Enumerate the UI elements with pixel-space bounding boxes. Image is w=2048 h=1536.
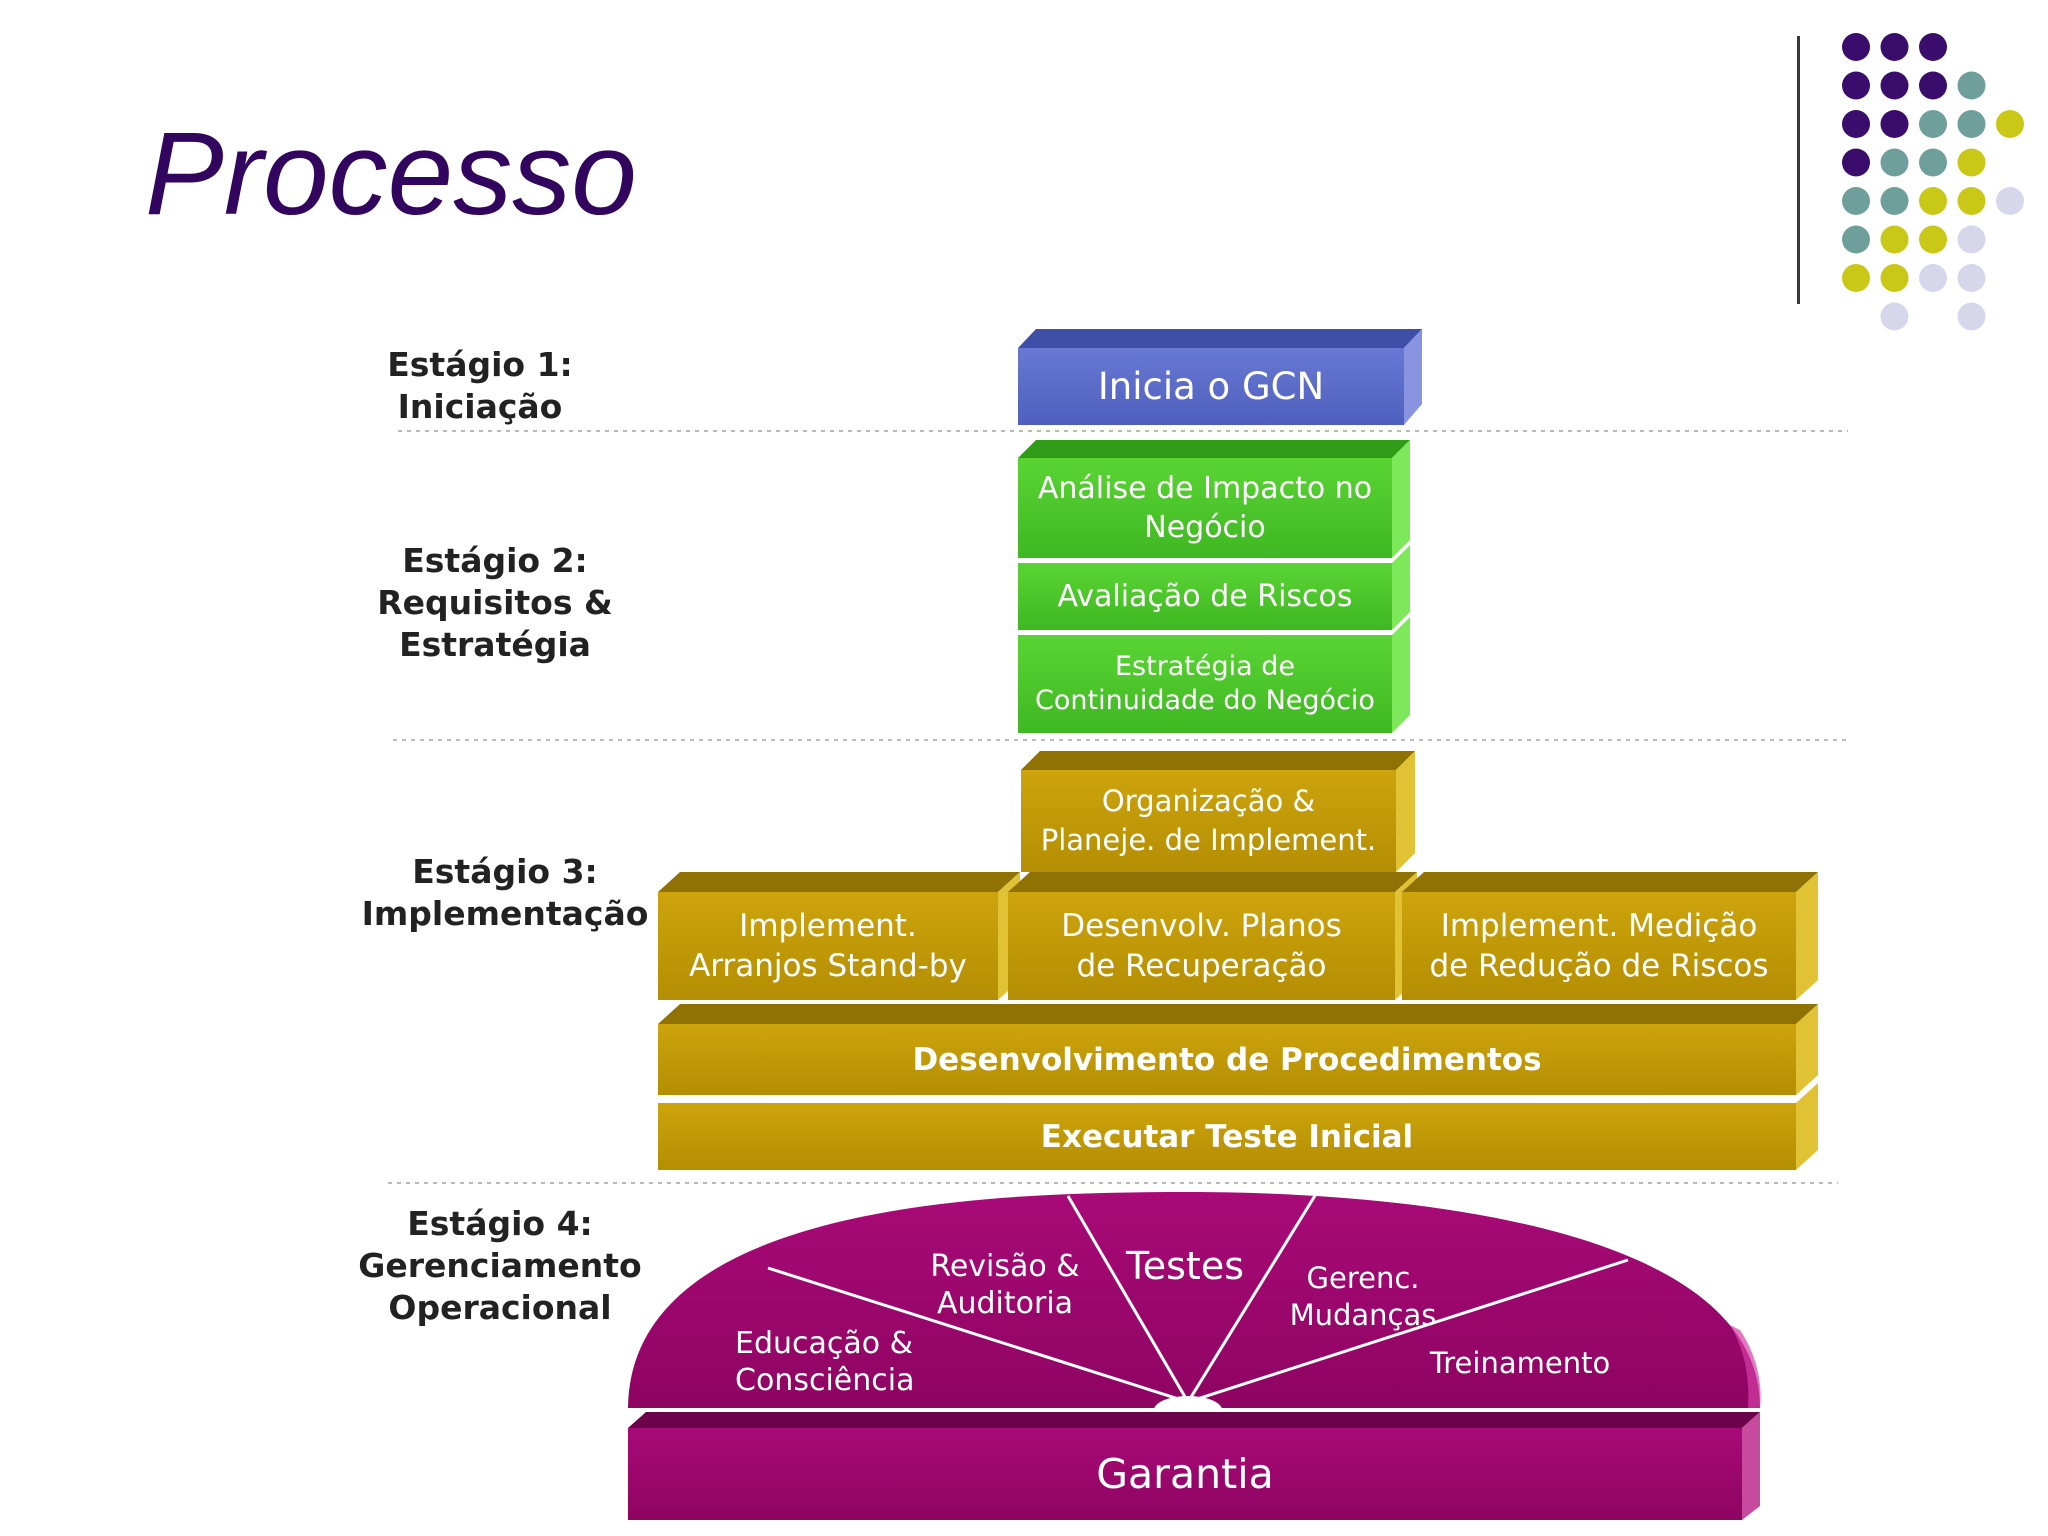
decorative-dot (1996, 110, 2024, 138)
decorative-dot (1880, 302, 1909, 331)
decorative-dot (1919, 225, 1947, 254)
decorative-divider-line (1797, 36, 1800, 304)
decorative-dot (1880, 148, 1909, 177)
decorative-dot (1957, 71, 1986, 100)
block-analise-impacto: Análise de Impacto no Negócio (1037, 471, 1373, 545)
slide-title: Processo (145, 108, 637, 240)
decorative-dot (1919, 33, 1947, 61)
stage-label-2: Estágio 2: Requisitos & Estratégia (377, 541, 613, 664)
decorative-dot (1880, 264, 1909, 292)
block-estrategia-continuidade: Estratégia de Continuidade do Negócio (1035, 651, 1375, 716)
decorative-dot (1842, 148, 1870, 177)
block-medicao-riscos: Implement. Medição de Redução de Riscos (1429, 908, 1769, 984)
decorative-dot (1919, 110, 1947, 138)
block-inicia-gcn-shape (1018, 329, 1422, 425)
segment-testes: Testes (1125, 1244, 1244, 1288)
block-inicia-gcn: Inicia o GCN (1097, 365, 1325, 408)
stage-label-1: Estágio 1: Iniciação (387, 345, 573, 426)
block-garantia: Garantia (1096, 1450, 1274, 1498)
decorative-dot (1842, 33, 1870, 61)
block-executar-teste: Executar Teste Inicial (1040, 1118, 1414, 1155)
block-avaliacao-riscos: Avaliação de Riscos (1057, 579, 1353, 614)
stage-label-3: Estágio 3: Implementação (361, 852, 649, 933)
decorative-dot (1919, 71, 1947, 100)
segment-educacao: Educação & Consciência (735, 1326, 915, 1398)
decorative-dot (1919, 264, 1947, 292)
decorative-dot (1842, 71, 1870, 100)
block-standby-shape (658, 872, 1020, 1000)
decorative-dot (1842, 225, 1870, 254)
block-medicao-shape (1402, 872, 1818, 1000)
decorative-dot (1957, 302, 1986, 331)
decorative-dot (1996, 187, 2024, 215)
decorative-dot (1957, 110, 1986, 138)
block-planos-recuperacao: Desenvolv. Planos de Recuperação (1061, 908, 1342, 984)
decorative-dot (1880, 225, 1909, 254)
block-arranjos-standby: Implement. Arranjos Stand-by (689, 908, 967, 984)
block-garantia-shape (628, 1412, 1760, 1520)
block-analise-shape (1018, 440, 1410, 558)
decorative-dot (1919, 148, 1947, 177)
block-desenvolv-shape (1008, 872, 1417, 1000)
decorative-dot (1880, 110, 1909, 138)
decorative-dot (1957, 264, 1986, 292)
decorative-dot (1842, 187, 1870, 215)
block-estrategia-shape (1018, 617, 1410, 733)
block-teste-shape (658, 1083, 1818, 1170)
decorative-dot (1957, 187, 1986, 215)
segment-gerenc-mudancas: Gerenc. Mudanças (1289, 1261, 1437, 1332)
segment-revisao: Revisão & Auditoria (930, 1249, 1080, 1321)
stage-label-4: Estágio 4: Gerenciamento Operacional (358, 1204, 642, 1327)
dome-shape (628, 1192, 1761, 1424)
decorative-dot (1842, 264, 1870, 292)
decorative-dot (1957, 148, 1986, 177)
block-desenvolvimento-procedimentos: Desenvolvimento de Procedimentos (912, 1041, 1542, 1078)
block-organizacao: Organização & Planeje. de Implement. (1040, 784, 1377, 857)
decorative-dot (1880, 33, 1909, 61)
decorative-dot (1842, 110, 1870, 138)
decorative-dot (1919, 187, 1947, 215)
block-avaliacao-shape (1018, 545, 1410, 630)
decorative-dot (1880, 71, 1909, 100)
decorative-dot (1957, 225, 1986, 254)
decorative-dot-grid (1842, 33, 2024, 331)
segment-treinamento: Treinamento (1429, 1346, 1611, 1380)
block-organizacao-shape (1021, 751, 1415, 872)
decorative-dot (1880, 187, 1909, 215)
block-procedimentos-shape (658, 1004, 1818, 1095)
